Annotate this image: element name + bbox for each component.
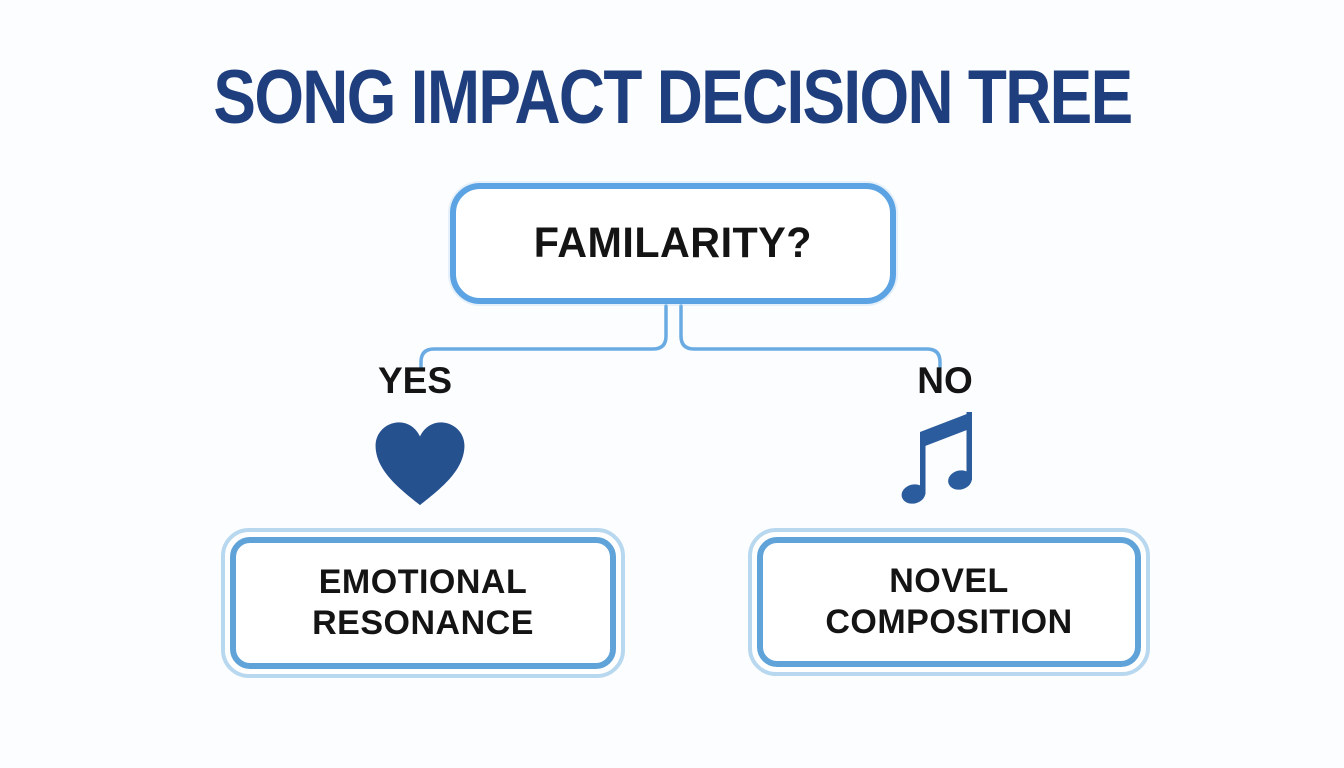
connector-no-line <box>679 304 942 369</box>
music-note-icon <box>901 412 972 504</box>
outcome-node-emotional-resonance: EMOTIONAL RESONANCE <box>221 528 625 678</box>
connector-yes-line <box>419 304 668 369</box>
page-title-text: SONG IMPACT DECISION TREE <box>212 55 1133 140</box>
page-title: SONG IMPACT DECISION TREE <box>0 54 1344 141</box>
outcome-label-emotional-resonance: EMOTIONAL RESONANCE <box>312 562 534 642</box>
decision-node-familiarity: FAMILARITY? <box>450 183 896 304</box>
heart-icon <box>375 422 465 506</box>
outcome-node-inner-border: EMOTIONAL RESONANCE <box>230 537 616 669</box>
branch-label-no: NO <box>917 360 973 401</box>
outcome-node-novel-composition: NOVEL COMPOSITION <box>748 528 1150 676</box>
outcome-node-inner-border: NOVEL COMPOSITION <box>757 537 1141 667</box>
outcome-label-novel-composition: NOVEL COMPOSITION <box>825 561 1073 641</box>
branch-label-yes: YES <box>377 360 453 401</box>
decision-node-label: FAMILARITY? <box>533 219 813 267</box>
